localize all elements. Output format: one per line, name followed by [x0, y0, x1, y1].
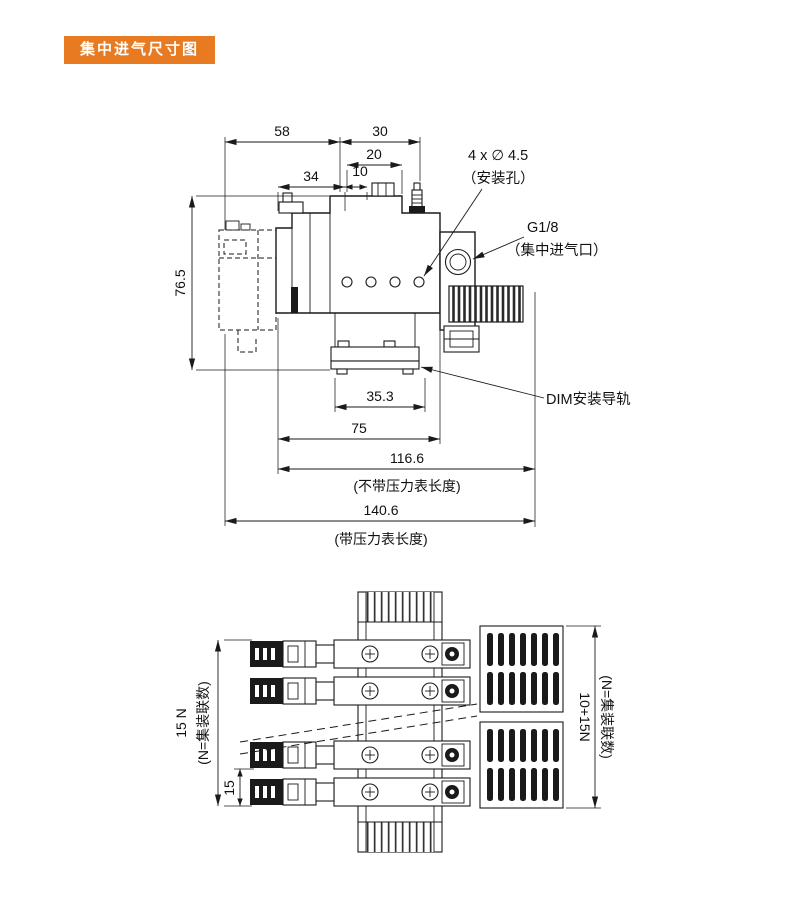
top-view: 58 30 20 34 10 — [172, 123, 631, 547]
callout-din-rail: DIM安装导轨 — [420, 366, 631, 408]
dim-140-6: 140.6 (带压力表长度) — [224, 334, 535, 547]
valve-station — [249, 777, 471, 807]
dim-15n: 15 N (N=集装联数) — [173, 639, 252, 807]
cable-connector — [443, 325, 480, 353]
dim-15: 15 — [221, 768, 254, 806]
dim-76-5: 76.5 — [172, 195, 330, 371]
dim-15n-text: 15 N — [173, 708, 189, 738]
dim-15-text: 15 — [221, 780, 237, 796]
inlet-sub: （集中进气口） — [506, 242, 608, 259]
din-rail-text: DIM安装导轨 — [546, 391, 631, 408]
mount-hole — [341, 276, 353, 288]
dim-140-6-label: (带压力表长度) — [334, 531, 427, 547]
manifold-slot-block — [479, 721, 564, 809]
pressure-gauge-block — [218, 220, 277, 353]
break-line — [239, 715, 478, 755]
inlet-port — [444, 248, 472, 276]
dim-10-15n-note: (N=集装联数) — [599, 675, 615, 759]
dim-10-15n: 10+15N (N=集装联数) — [566, 625, 615, 809]
dim-35-3-text: 35.3 — [366, 388, 393, 404]
dim-75-text: 75 — [351, 420, 367, 436]
din-rail-clip — [330, 313, 420, 375]
bottom-view: 15 N (N=集装联数) 15 10+15N (N=集装联数) — [173, 591, 615, 853]
mount-hole — [413, 276, 425, 288]
dim-15n-note: (N=集装联数) — [195, 681, 211, 765]
mount-holes-sub: （安装孔） — [462, 170, 535, 187]
dim-76-5-text: 76.5 — [172, 269, 188, 296]
break-line — [239, 703, 478, 743]
dim-116-6: 116.6 (不带压力表长度) — [278, 292, 536, 527]
dim-10-text: 10 — [352, 163, 368, 179]
override-stem — [409, 182, 425, 214]
dim-58: 58 — [224, 123, 341, 230]
inlet-text: G1/8 — [527, 220, 558, 236]
dim-34-text: 34 — [303, 168, 319, 184]
top-connector — [371, 182, 395, 197]
dim-35-3: 35.3 — [334, 378, 426, 412]
valve-station — [249, 639, 471, 669]
striped-manifold-block — [448, 285, 524, 323]
valve-body — [275, 182, 441, 314]
mount-hole — [365, 276, 377, 288]
valve-station — [249, 676, 471, 706]
dim-75: 75 — [277, 318, 441, 474]
dim-58-text: 58 — [274, 123, 290, 139]
dim-30-text: 30 — [372, 123, 388, 139]
dim-116-6-text: 116.6 — [390, 450, 424, 466]
dim-20-text: 20 — [366, 146, 382, 162]
manifold-slot-block — [479, 625, 564, 713]
dim-34: 34 — [277, 168, 346, 211]
valve-station — [249, 740, 471, 770]
body-latch — [291, 287, 298, 313]
dim-30: 30 — [340, 123, 421, 181]
dim-10-15n-text: 10+15N — [577, 692, 593, 741]
callout-mount-holes: 4 x ∅ 4.5 （安装孔） — [423, 148, 535, 277]
callout-inlet: G1/8 （集中进气口） — [472, 220, 608, 260]
mount-holes-text: 4 x ∅ 4.5 — [468, 148, 528, 164]
dim-140-6-text: 140.6 — [363, 502, 398, 518]
dim-116-6-label: (不带压力表长度) — [353, 478, 460, 494]
mount-hole — [389, 276, 401, 288]
din-rail-plan — [357, 591, 443, 853]
section-header-badge: 集中进气尺寸图 — [64, 36, 216, 64]
section-title: 集中进气尺寸图 — [80, 41, 200, 58]
dim-10: 10 — [345, 163, 368, 200]
